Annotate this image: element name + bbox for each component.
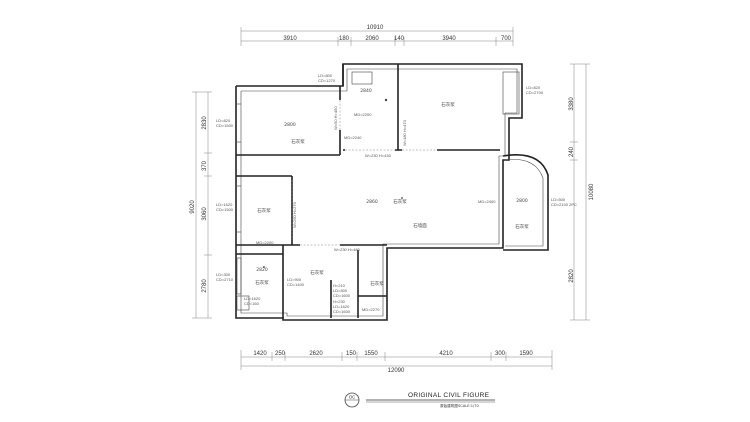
left-segment-1: 2830	[202, 116, 208, 130]
left-total-dimension: 9020	[190, 200, 196, 214]
window-right-top-ld: LD=820	[526, 85, 541, 90]
bottom-segment-1: 1420	[253, 351, 267, 357]
bottom-left-wall-finish: 石灰浆	[255, 279, 269, 286]
bottom-segment-4: 150	[346, 351, 357, 357]
kitchen-note-4: H=230	[333, 299, 346, 304]
balcony-ceiling-height: 2800	[516, 198, 528, 204]
bottom-segment-5: 1550	[364, 351, 378, 357]
annotations: LD=800 CD=1270 LD=820 CD=1500 LD=1620 CD…	[216, 73, 577, 314]
bottom-segment-8: 1590	[519, 351, 533, 357]
drawing-scale: SCALE:1/70	[458, 404, 480, 408]
living-wall-finish: 石灰浆	[393, 198, 407, 205]
living-ceiling-height: 2860	[366, 199, 378, 205]
window-kitchen-ld: LD=900	[287, 277, 302, 282]
window-left-mid-cd: CD=1500	[216, 207, 234, 212]
kitchen-note-1: H=210	[333, 283, 346, 288]
bedroom-wall-finish: 石灰浆	[291, 138, 305, 145]
left-segment-4: 2780	[202, 279, 208, 293]
door-md-right: MD=2400	[478, 199, 496, 204]
bottom-segment-2: 250	[275, 351, 286, 357]
living-core-wall: 石墙面	[413, 222, 427, 229]
door-md-top: MD=2200	[354, 112, 372, 117]
walls	[235, 63, 549, 321]
window-right-top-cd: CD=2700	[526, 90, 544, 95]
bottom-segment-3: 2620	[309, 351, 323, 357]
left-segment-3: 3060	[202, 207, 208, 221]
door-md-bottom: MD=2270	[362, 307, 380, 312]
door-md-mid: MD=2240	[344, 135, 362, 140]
top-dimension-chain: 10910 3910 180 2060 140 3940 700	[240, 25, 514, 46]
beam-vertical-2: W=180 H=470	[402, 119, 407, 146]
right-segment-1: 3380	[569, 97, 575, 111]
window-top-left-ld: LD=800	[318, 73, 333, 78]
bottom-right-room-wall-finish: 石灰浆	[370, 280, 384, 287]
room-labels: 2800 石灰浆 2840 石灰浆 2860 石灰浆 石墙面 2800 石灰浆 …	[255, 88, 529, 287]
right-total-dimension: 10080	[589, 183, 595, 200]
kitchen-note-2: LD=500	[333, 288, 348, 293]
balcony-wall-finish: 石灰浆	[515, 223, 529, 230]
window-balcony-cd: CD=2100 2PC	[551, 202, 577, 207]
kitchen-note-5: LD=1620	[333, 304, 350, 309]
window-top-left-cd: CD=1270	[318, 78, 336, 83]
top-right-room-wall-finish: 石灰浆	[441, 101, 455, 108]
window-left-lower-ld: LD=300	[216, 272, 231, 277]
left-dimension-chain: 2830 370 3060 2780 9020	[190, 91, 212, 319]
drawing-badge: OC	[349, 395, 355, 400]
window-left-mid-ld: LD=1620	[216, 202, 233, 207]
bath-top-ceiling-height: 2840	[360, 88, 372, 94]
bottom-total-dimension: 12090	[388, 368, 405, 374]
right-dimension-chain: 3380 240 2820 10080	[569, 63, 595, 321]
top-segment-2: 180	[339, 36, 350, 42]
bedroom-ceiling-height: 2800	[284, 122, 296, 128]
right-segment-2: 240	[569, 146, 575, 157]
title-block: OC ORIGINAL CIVIL FIGURE 原始建筑图 SCALE:1/7…	[344, 392, 495, 408]
bottom-left-ceiling-height: 2820	[256, 267, 268, 273]
kitchen-note-3: CD=1600	[333, 293, 351, 298]
kitchen-note-6: CD=1600	[333, 309, 351, 314]
top-total-dimension: 10910	[367, 25, 384, 31]
window-left-upper-cd: CD=1500	[216, 123, 234, 128]
top-segment-5: 3940	[442, 36, 456, 42]
drawing-title: ORIGINAL CIVIL FIGURE	[408, 392, 490, 399]
drawing-subtitle: 原始建筑图	[440, 403, 458, 408]
right-segment-3: 2820	[569, 269, 575, 283]
kitchen-wall-finish: 石灰浆	[310, 269, 324, 276]
beam-vertical-3: W=250 H=270	[292, 201, 297, 228]
window-balcony-ld: LD=500	[551, 197, 566, 202]
bottom-segment-6: 4210	[439, 351, 453, 357]
top-segment-6: 700	[501, 36, 512, 42]
bottom-dimension-chain: 1420 250 2620 150 1550 4210 300 1590 120…	[240, 350, 553, 374]
top-segment-3: 2060	[365, 36, 379, 42]
window-left-upper-ld: LD=820	[216, 118, 231, 123]
beam-vertical-1: W=50 H=450	[333, 106, 338, 130]
door-md-left: MD=2200	[256, 240, 274, 245]
left-mid-room-wall-finish: 石灰浆	[257, 207, 271, 214]
window-bottom-left-ld: LD=1620	[244, 296, 261, 301]
beam-horizontal-1: W=230 H=430	[365, 153, 392, 158]
left-segment-2: 370	[202, 160, 208, 171]
bottom-segment-7: 300	[495, 351, 506, 357]
top-segment-4: 140	[394, 36, 405, 42]
window-kitchen-cd: CD=1400	[287, 282, 305, 287]
top-segment-1: 3910	[283, 36, 297, 42]
beam-horizontal-2: W=230 H=480	[334, 247, 361, 252]
window-left-lower-cd: CD=2710	[216, 277, 234, 282]
window-bottom-left-cd: CD=160	[244, 301, 260, 306]
